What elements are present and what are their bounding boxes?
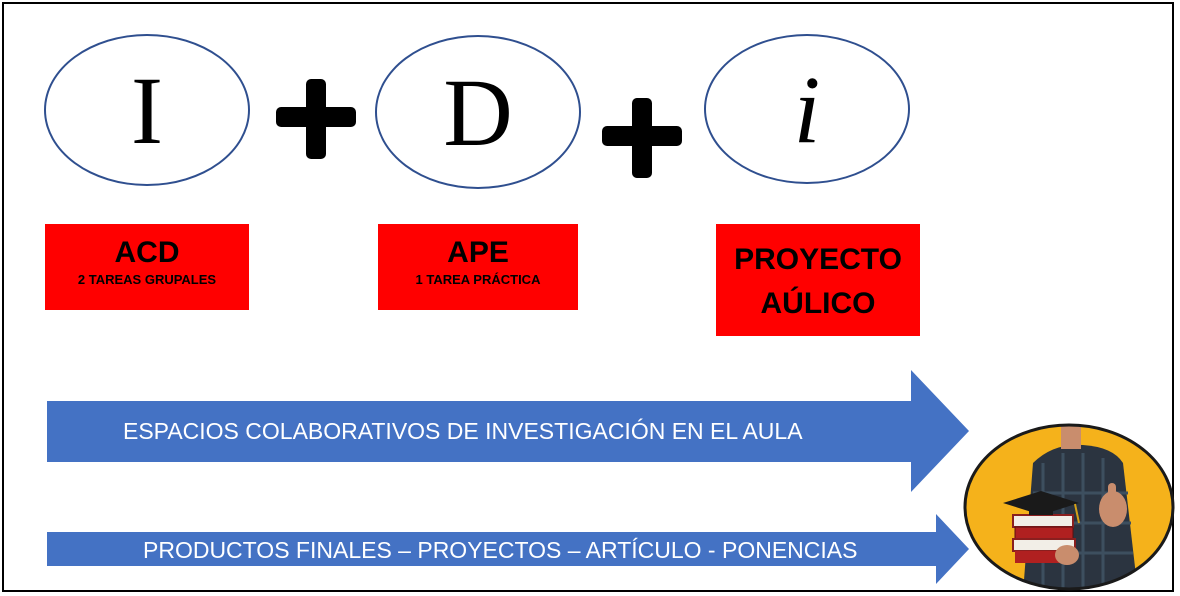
circle-term-i-upper: I [44, 34, 250, 186]
graduate-holding-books-icon [963, 423, 1175, 591]
arrow-productos [47, 514, 969, 584]
box-acd-title: ACD [114, 236, 180, 269]
arrow-espacios-label: ESPACIOS COLABORATIVOS DE INVESTIGACIÓN … [123, 418, 803, 444]
box-acd-subtitle: 2 TAREAS GRUPALES [77, 272, 217, 287]
arrow-productos-label: PRODUCTOS FINALES – PROYECTOS – ARTÍCULO… [143, 537, 858, 563]
arrow-espacios [47, 370, 969, 492]
box-proyecto-aulico: PROYECTO AÚLICO [716, 224, 920, 336]
box-ape: APE 1 TAREA PRÁCTICA [378, 224, 578, 310]
plus-icon [602, 98, 682, 178]
circle-term-i-lower: i [704, 34, 910, 184]
term-i-upper: I [131, 56, 163, 164]
circle-term-d: D [375, 35, 581, 189]
term-d: D [443, 58, 513, 166]
plus-icon [276, 79, 356, 159]
box-proyecto-line2: AÚLICO [760, 287, 876, 320]
box-ape-subtitle: 1 TAREA PRÁCTICA [415, 272, 541, 287]
term-i-lower: i [793, 55, 821, 163]
box-acd: ACD 2 TAREAS GRUPALES [45, 224, 249, 310]
box-proyecto-line1: PROYECTO [734, 243, 902, 276]
box-ape-title: APE [447, 236, 509, 269]
